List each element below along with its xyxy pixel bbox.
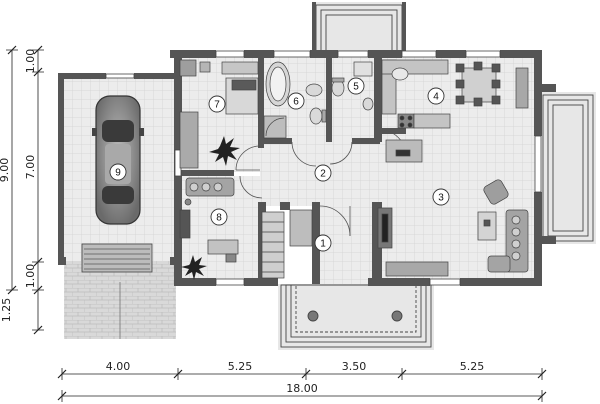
dim-left-3: 1.00 (24, 264, 37, 289)
room-badge-circle (208, 95, 226, 113)
dim-bottom-2: 5.25 (228, 360, 253, 373)
plant-icon (181, 255, 207, 280)
room-badge-circle (347, 77, 365, 95)
room-number: 1 (320, 239, 326, 250)
room-badge-9: 9 (109, 163, 127, 181)
dim-bottom-4: 5.25 (460, 360, 485, 373)
room-badge-6: 6 (287, 92, 305, 110)
room-badge-circle (109, 163, 127, 181)
terrace-right (540, 92, 596, 244)
car-icon (92, 95, 144, 225)
dim-left-2: 7.00 (24, 155, 37, 180)
sink-icon (362, 97, 374, 111)
dimension-ticks (7, 45, 547, 401)
sink-icon (391, 67, 409, 81)
dim-bottom-3: 3.50 (342, 360, 367, 373)
room-badge-3: 3 (432, 188, 450, 206)
armchair-icon (483, 179, 509, 205)
room-number: 8 (216, 213, 222, 224)
room-badge-4: 4 (427, 87, 445, 105)
room-badge-circle (287, 92, 305, 110)
room-badge-1: 1 (314, 234, 332, 252)
room-badge-circle (432, 188, 450, 206)
room-badge-8: 8 (210, 208, 228, 226)
living-3-furniture (377, 139, 529, 277)
room-badge-circle (314, 234, 332, 252)
toilet-icon (309, 107, 323, 125)
room-number: 7 (214, 100, 220, 111)
room-number: 5 (353, 82, 359, 93)
dim-total: 18.00 (286, 382, 318, 395)
steps (280, 4, 594, 348)
doors (235, 129, 407, 237)
dim-left-4: 1.25 (0, 298, 13, 323)
room-badge-5: 5 (347, 77, 365, 95)
stairs (261, 209, 313, 279)
room-8-furniture (179, 177, 239, 263)
dim-left-1: 1.00 (24, 49, 37, 74)
dim-left-outer: 9.00 (0, 158, 11, 183)
wc-5-fixtures (331, 61, 374, 111)
room-number: 3 (438, 193, 444, 204)
bottom-porch (278, 284, 434, 350)
garage-door (81, 243, 153, 339)
plant-icon (209, 136, 240, 166)
room-number: 9 (115, 168, 121, 179)
room-number: 6 (293, 97, 299, 108)
room-number-badges: 1 2 3 4 5 6 7 8 9 (109, 77, 450, 252)
room-badge-circle (427, 87, 445, 105)
dim-bottom-1: 4.00 (106, 360, 131, 373)
bathroom-6-fixtures (263, 61, 327, 139)
room-number: 2 (320, 169, 326, 180)
bedroom-7-furniture (179, 59, 259, 169)
room-number: 4 (433, 92, 439, 103)
toilet-icon (331, 79, 345, 97)
sink-icon (305, 83, 323, 97)
room-badge-circle (210, 208, 228, 226)
room-badge-7: 7 (208, 95, 226, 113)
kitchen-4-furniture (381, 59, 529, 129)
room-badge-2: 2 (314, 164, 332, 182)
dining-table (461, 67, 497, 103)
windows (105, 50, 542, 286)
room-badge-circle (314, 164, 332, 182)
